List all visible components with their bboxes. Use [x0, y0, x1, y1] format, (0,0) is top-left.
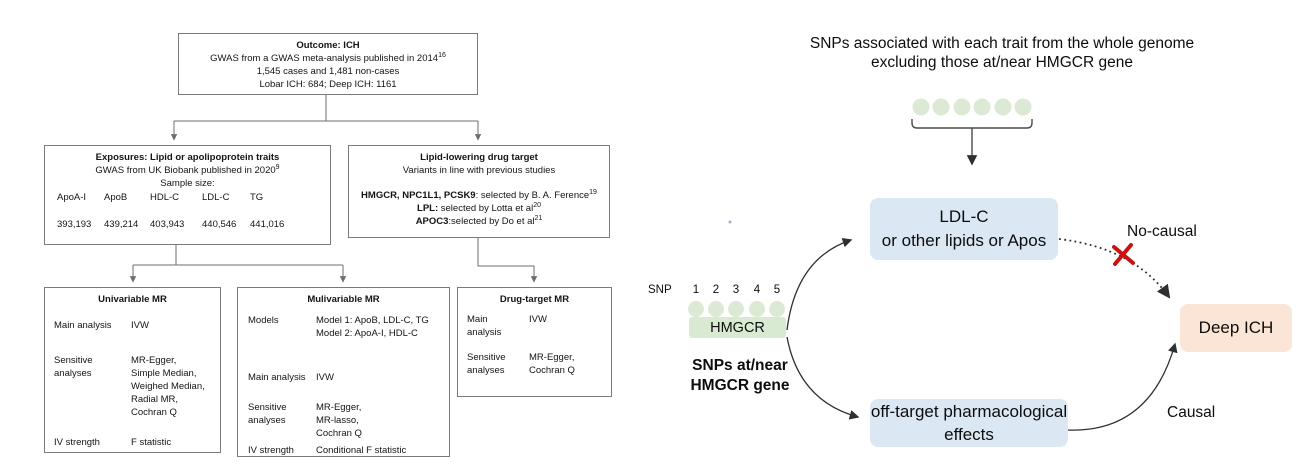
drug-target-box: Lipid-lowering drug target Variants in l…: [348, 145, 610, 238]
drug-target-selection-line: HMGCR, NPC1L1, PCSK9: selected by B. A. …: [361, 188, 597, 201]
arrow-hmgcr-to-offtarget: [786, 336, 860, 420]
mr-row: Main analysis IVW: [458, 313, 611, 339]
mr-row-value: Model 1: ApoB, LDL-C, TG Model 2: ApoA-I…: [316, 315, 429, 339]
snp-number: 2: [712, 284, 720, 296]
trait-sample-size-row: 393,193 439,214 403,943 440,546 441,016: [45, 218, 330, 231]
mr-row-label: Sensitive analyses: [467, 352, 506, 376]
multivariable-mr-title: Mulivariable MR: [307, 294, 380, 305]
drug-target-mr-title: Drug-target MR: [499, 294, 570, 305]
exposures-box-title: Exposures: Lipid or apolipoprotein trait…: [95, 152, 280, 163]
mr-row-value: MR-Egger, MR-lasso, Cochran Q: [316, 402, 362, 439]
trait-sample-size: 440,546: [202, 219, 237, 230]
trait-sample-size: 403,943: [150, 219, 185, 230]
drug-target-box-title: Lipid-lowering drug target: [420, 152, 538, 163]
arrow-to-drug-target-mr-box: [477, 238, 538, 283]
hmgcr-snp-dot: [769, 301, 785, 317]
trait-name: ApoB: [104, 192, 128, 203]
genome-snps-heading: SNPs associated with each trait from the…: [809, 35, 1195, 71]
exposures-box-subtitle: GWAS from UK Biobank published in 20209: [95, 163, 280, 176]
hmgcr-snp-dot: [688, 301, 704, 317]
drug-target-selection-line: APOC3:selected by Do et al21: [415, 214, 543, 227]
mr-row: Sensitive analyses MR-Egger, Simple Medi…: [45, 354, 220, 419]
no-causal-x-icon: [1112, 243, 1135, 266]
no-causal-label: No-causal: [1127, 223, 1197, 240]
snp-label: SNP: [648, 284, 672, 296]
snp-number: 1: [692, 284, 700, 296]
mr-row-value: Conditional F statistic: [316, 445, 407, 456]
mr-row-label: IV strength: [54, 437, 100, 448]
ldl-exposure-box: LDL-C or other lipids or Apos: [870, 198, 1058, 260]
mr-row-value: F statistic: [131, 437, 172, 448]
outcome-box-line: 1,545 cases and 1,481 non-cases: [256, 66, 400, 77]
mr-row-label: Main analysis: [54, 320, 112, 331]
trait-sample-size: 441,016: [250, 219, 285, 230]
genome-snp-dot: [1014, 98, 1032, 116]
brace-under-genome-dots: [911, 119, 1033, 129]
hmgcr-snp-dot: [728, 301, 744, 317]
outcome-box-title: Outcome: ICH: [296, 40, 360, 51]
snp-number: 3: [732, 284, 740, 296]
mr-row: Models Model 1: ApoB, LDL-C, TG Model 2:…: [238, 314, 449, 340]
connector-outcome-branch: [174, 95, 478, 122]
drug-target-selection-line: LPL: selected by Lotta et al20: [417, 201, 541, 214]
mr-row-value: IVW: [529, 314, 547, 325]
outcome-box: Outcome: ICH GWAS from a GWAS meta-analy…: [178, 33, 478, 95]
drug-target-mr-box: Drug-target MR Main analysis IVW Sensiti…: [457, 287, 612, 397]
causal-label: Causal: [1167, 404, 1216, 421]
hmgcr-snp-dots: [688, 301, 785, 317]
mr-row-label: Sensitive analyses: [248, 402, 287, 426]
outcome-box-line: GWAS from a GWAS meta-analysis published…: [210, 51, 446, 64]
mr-row-value: MR-Egger, Cochran Q: [529, 352, 575, 376]
drug-target-box-subtitle: Variants in line with previous studies: [402, 165, 556, 176]
multivariable-mr-box: Mulivariable MR Models Model 1: ApoB, LD…: [237, 287, 450, 457]
trait-name: TG: [250, 192, 264, 203]
genome-snp-dot: [912, 98, 930, 116]
mr-row: Main analysis IVW: [238, 371, 449, 384]
mr-row-label: Main analysis: [248, 372, 306, 383]
snp-number: 4: [753, 284, 761, 296]
trait-name: HDL-C: [150, 192, 180, 203]
arrow-hmgcr-to-ldl: [786, 237, 853, 331]
trait-sample-size: 439,214: [104, 219, 139, 230]
hmgcr-gene-box: HMGCR: [689, 317, 786, 338]
mr-row-label: Sensitive analyses: [54, 355, 93, 379]
mr-row: Sensitive analyses MR-Egger, Cochran Q: [458, 351, 611, 377]
hmgcr-snp-dot: [749, 301, 765, 317]
deep-ich-outcome-box: Deep ICH: [1180, 304, 1292, 352]
offtarget-effects-box: off-target pharmacological effects: [870, 399, 1068, 447]
genome-snp-dot: [973, 98, 991, 116]
mr-row-label: Models: [248, 315, 279, 326]
genome-snp-dots: [912, 98, 1032, 116]
arrow-offtarget-to-deepich-causal: [1067, 342, 1178, 431]
stray-dot: [728, 220, 732, 224]
mr-row-label: Main analysis: [467, 314, 502, 338]
univariable-mr-title: Univariable MR: [98, 294, 167, 305]
connector-exposures-branch: [133, 245, 343, 266]
hmgcr-caption: SNPs at/near HMGCR gene: [690, 357, 790, 394]
mr-row: Main analysis IVW: [45, 319, 220, 332]
genome-snp-dot: [932, 98, 950, 116]
mr-row-label: IV strength: [248, 445, 294, 456]
trait-sample-size: 393,193: [57, 219, 92, 230]
outcome-box-line: Lobar ICH: 684; Deep ICH: 1161: [259, 79, 397, 90]
mr-row-value: IVW: [316, 372, 334, 383]
snp-number: 5: [773, 284, 781, 296]
trait-name: ApoA-I: [57, 192, 87, 203]
genome-snp-dot: [994, 98, 1012, 116]
trait-name: LDL-C: [202, 192, 230, 203]
genome-snp-dot: [953, 98, 971, 116]
univariable-mr-box: Univariable MR Main analysis IVW Sensiti…: [44, 287, 221, 453]
hmgcr-snp-dot: [708, 301, 724, 317]
sample-size-label: Sample size:: [160, 178, 215, 189]
trait-header-row: ApoA-I ApoB HDL-C LDL-C TG: [45, 191, 330, 204]
exposures-box: Exposures: Lipid or apolipoprotein trait…: [44, 145, 331, 245]
mr-row-value: MR-Egger, Simple Median, Weighed Median,…: [131, 355, 205, 418]
mr-row: IV strength Conditional F statistic: [238, 444, 449, 457]
mr-row: Sensitive analyses MR-Egger, MR-lasso, C…: [238, 401, 449, 440]
mr-row: IV strength F statistic: [45, 436, 220, 449]
mr-row-value: IVW: [131, 320, 149, 331]
